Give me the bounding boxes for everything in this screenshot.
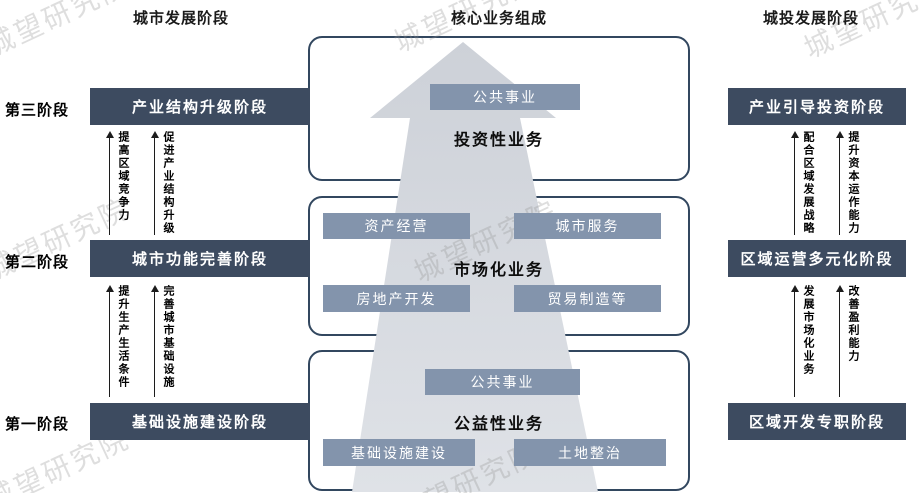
up-arrow-icon — [105, 131, 114, 235]
right-transition-bottom: 发展市场化业务 改善盈利能力 — [790, 285, 859, 397]
transition-label: 提升资本运作能力 — [847, 131, 859, 235]
item-land-remediation: 土地整治 — [514, 439, 666, 466]
transition-label: 改善盈利能力 — [847, 285, 859, 363]
transition-pair: 提升生产生活条件 — [105, 285, 129, 397]
transition-label: 提高区域竞争力 — [117, 131, 129, 222]
item-infrastructure-construction: 基础设施建设 — [323, 439, 475, 466]
stage-box-infrastructure: 基础设施建设阶段 — [90, 403, 310, 440]
up-arrow-icon — [835, 285, 844, 397]
group-title-public-welfare: 公益性业务 — [453, 416, 544, 433]
transition-pair: 发展市场化业务 — [790, 285, 814, 397]
left-transition-top: 提高区域竞争力 促进产业结构升级 — [105, 131, 174, 235]
transition-label: 提升生产生活条件 — [117, 285, 129, 389]
stage-box-regional-operation-diversification: 区域运营多元化阶段 — [728, 240, 906, 277]
watermark: 城望研究院 — [0, 0, 136, 64]
transition-pair: 完善城市基础设施 — [150, 285, 174, 397]
transition-label: 配合区域发展战略 — [802, 131, 814, 235]
left-transition-bottom: 提升生产生活条件 完善城市基础设施 — [105, 285, 174, 397]
up-arrow-icon — [150, 131, 159, 235]
column-header-city-stages: 城市发展阶段 — [133, 10, 230, 27]
right-transition-top: 配合区域发展战略 提升资本运作能力 — [790, 131, 859, 235]
transition-pair: 促进产业结构升级 — [150, 131, 174, 235]
up-arrow-icon — [790, 131, 799, 235]
item-public-utilities-top: 公共事业 — [430, 84, 580, 110]
stage-label-2: 第二阶段 — [5, 254, 70, 271]
item-public-utilities-bottom: 公共事业 — [425, 369, 580, 395]
stage-box-regional-development: 区域开发专职阶段 — [728, 403, 906, 440]
up-arrow-icon — [105, 285, 114, 397]
transition-label: 发展市场化业务 — [802, 285, 814, 376]
transition-pair: 配合区域发展战略 — [790, 131, 814, 235]
stage-label-3: 第三阶段 — [5, 102, 70, 119]
column-header-investment-stages: 城投发展阶段 — [763, 10, 860, 27]
stage-box-industry-guided-investment: 产业引导投资阶段 — [728, 88, 906, 125]
transition-pair: 改善盈利能力 — [835, 285, 859, 397]
item-urban-services: 城市服务 — [514, 213, 661, 239]
stage-label-1: 第一阶段 — [5, 416, 70, 433]
up-arrow-icon — [150, 285, 159, 397]
column-header-core-business: 核心业务组成 — [450, 10, 547, 27]
transition-label: 完善城市基础设施 — [162, 285, 174, 389]
item-asset-management: 资产经营 — [323, 213, 470, 239]
item-trade-manufacturing: 贸易制造等 — [514, 285, 661, 312]
stage-box-urban-function: 城市功能完善阶段 — [90, 240, 310, 277]
transition-pair: 提高区域竞争力 — [105, 131, 129, 235]
group-title-market: 市场化业务 — [453, 262, 544, 279]
up-arrow-icon — [790, 285, 799, 397]
item-real-estate: 房地产开发 — [323, 285, 470, 312]
up-arrow-icon — [835, 131, 844, 235]
group-title-investment: 投资性业务 — [453, 132, 544, 149]
stage-box-industrial-upgrade: 产业结构升级阶段 — [90, 88, 310, 125]
transition-label: 促进产业结构升级 — [162, 131, 174, 235]
transition-pair: 提升资本运作能力 — [835, 131, 859, 235]
